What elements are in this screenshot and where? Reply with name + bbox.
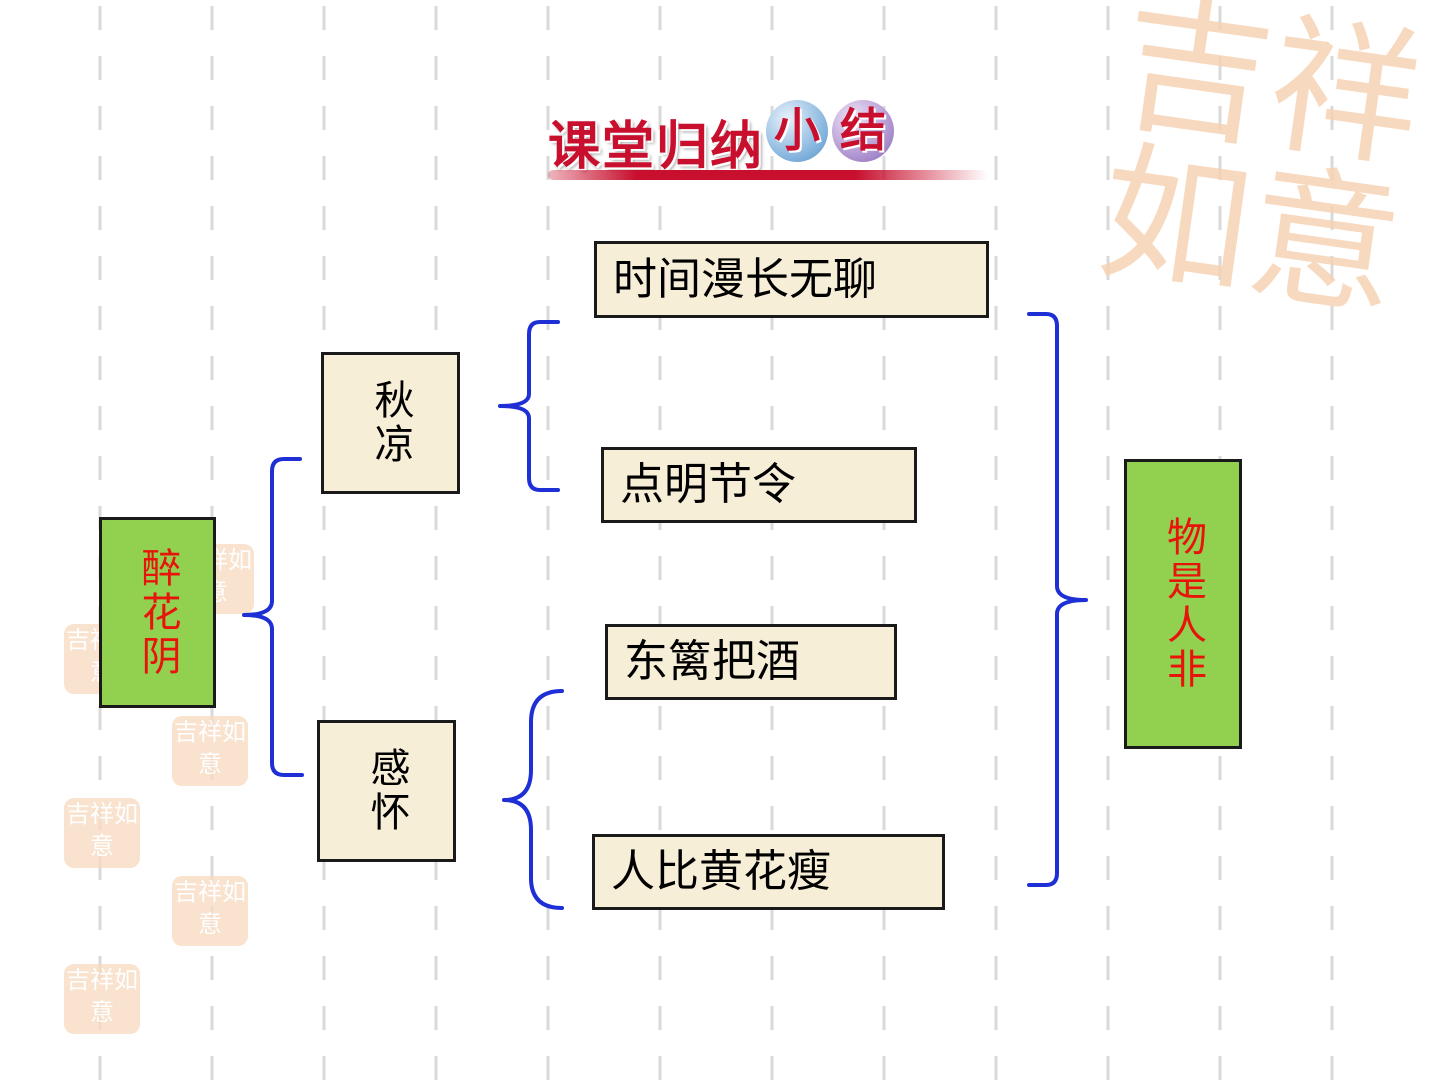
seal-stamp-6: 吉祥如意 (64, 964, 140, 1034)
node-detail-1: 时间漫长无聊 (594, 241, 989, 318)
bracket-feeling (502, 689, 564, 910)
node-feeling: 感怀 (317, 720, 456, 862)
seal-stamp-5: 吉祥如意 (172, 876, 248, 946)
page-title: 课堂归纳 小 结 (548, 98, 988, 188)
node-root: 醉花阴 (99, 517, 216, 708)
seal-stamp-3: 吉祥如意 (172, 716, 248, 786)
node-detail-2: 点明节令 (601, 447, 917, 523)
node-detail-4: 人比黄花瘦 (592, 834, 945, 910)
seal-stamp-4: 吉祥如意 (64, 798, 140, 868)
bracket-root (242, 457, 304, 777)
node-conclusion: 物是人非 (1124, 459, 1242, 749)
node-detail-3: 东篱把酒 (605, 624, 897, 700)
title-main-text: 课堂归纳 (548, 117, 765, 177)
bracket-conclusion (1027, 312, 1088, 887)
title-circle-2: 结 (832, 100, 894, 162)
title-circle-1: 小 (766, 100, 828, 162)
title-underline (548, 170, 988, 180)
bracket-autumn (498, 320, 560, 492)
node-autumn: 秋凉 (321, 352, 460, 494)
